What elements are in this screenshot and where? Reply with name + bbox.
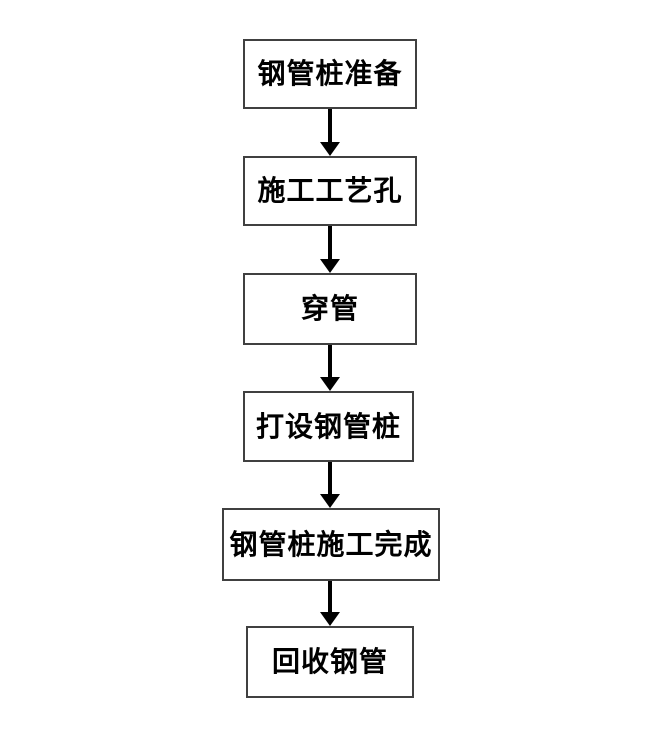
arrow-head-icon: [320, 259, 340, 273]
flow-node-recover-steel-pipe: 回收钢管: [246, 626, 414, 698]
node-label-thread-pipe: 穿管: [300, 292, 359, 325]
flow-node-drive-steel-pipe-pile: 打设钢管桩: [243, 391, 414, 462]
flow-arrow-2: [320, 226, 340, 273]
node-label-drive-steel-pipe-pile: 打设钢管桩: [255, 409, 401, 443]
node-label-construct-process-hole: 施工工艺孔: [257, 174, 403, 207]
arrow-stem: [328, 109, 332, 142]
arrow-head-icon: [320, 142, 340, 156]
flow-arrow-5: [320, 581, 340, 626]
node-label-recover-steel-pipe: 回收钢管: [271, 645, 388, 678]
arrow-stem: [328, 345, 332, 377]
flow-node-pile-construction-complete: 钢管桩施工完成: [222, 508, 440, 581]
node-label-steel-pipe-pile-preparation: 钢管桩准备: [257, 57, 403, 90]
arrow-stem: [328, 581, 332, 612]
arrow-head-icon: [320, 612, 340, 626]
flow-arrow-1: [320, 109, 340, 156]
flow-node-thread-pipe: 穿管: [243, 273, 417, 345]
arrow-head-icon: [320, 377, 340, 391]
flow-node-steel-pipe-pile-preparation: 钢管桩准备: [243, 39, 417, 109]
flow-arrow-4: [320, 462, 340, 508]
arrow-stem: [328, 226, 332, 259]
arrow-stem: [328, 462, 332, 494]
arrow-head-icon: [320, 494, 340, 508]
flow-arrow-3: [320, 345, 340, 391]
node-label-pile-construction-complete: 钢管桩施工完成: [229, 527, 433, 561]
flow-node-construct-process-hole: 施工工艺孔: [243, 156, 417, 226]
